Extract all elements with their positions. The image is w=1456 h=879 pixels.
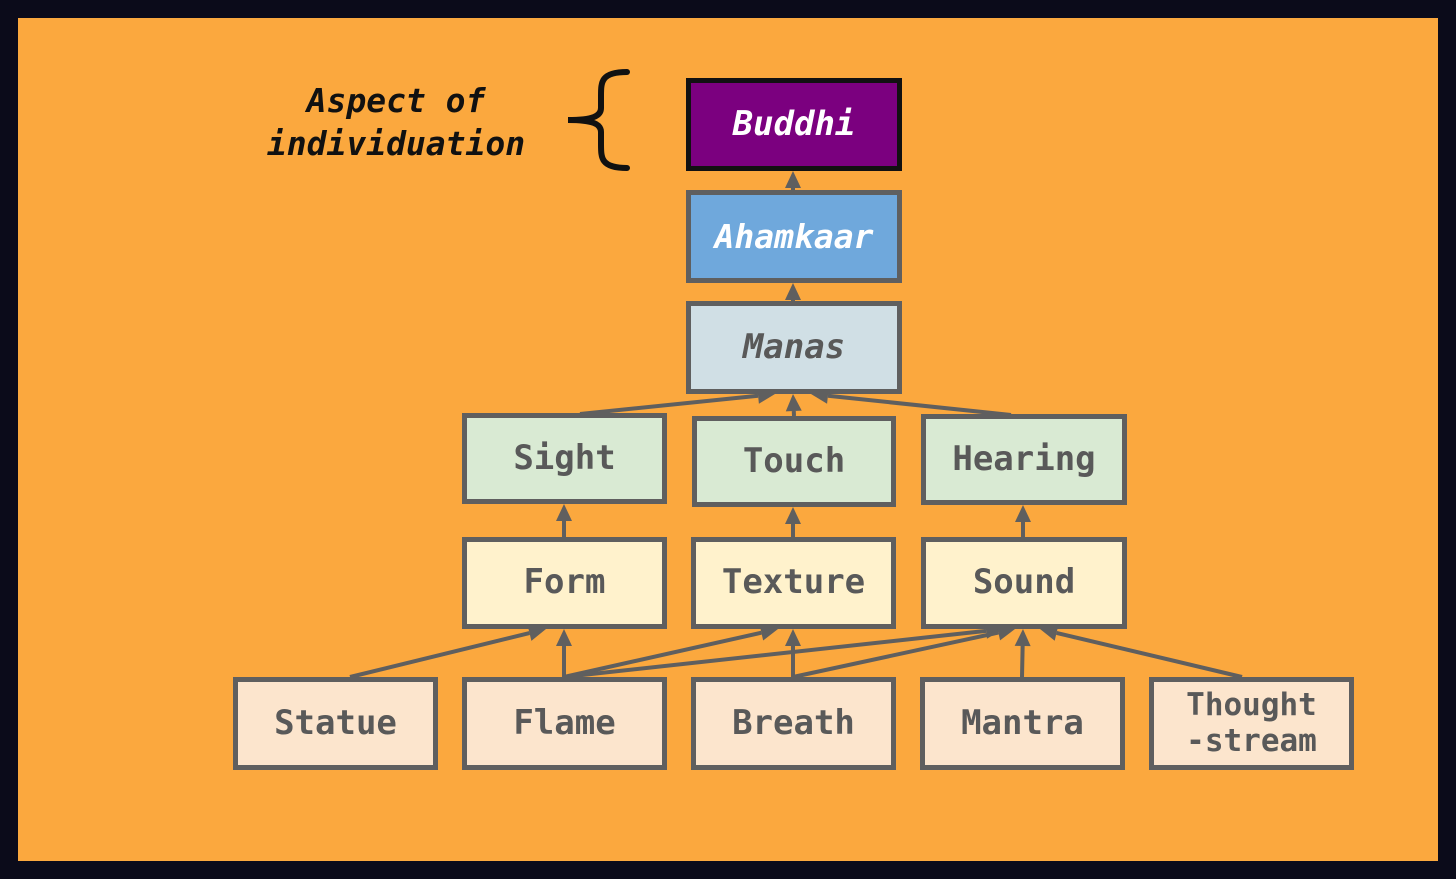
- node-flame: Flame: [462, 677, 667, 770]
- arrow-form-to-sight: [556, 504, 572, 537]
- node-touch: Touch: [692, 416, 896, 507]
- node-form: Form: [462, 537, 667, 629]
- arrow-flame-to-sound: [563, 622, 1003, 679]
- arrow-flame-to-form: [556, 629, 572, 677]
- node-manas: Manas: [686, 301, 902, 394]
- node-ahamkaar: Ahamkaar: [686, 190, 902, 283]
- annotation-line-1: Aspect of: [306, 81, 486, 120]
- arrow-thought-to-sound: [1040, 625, 1243, 679]
- node-buddhi: Buddhi: [686, 78, 902, 171]
- annotation-label: Aspect of individuation: [256, 80, 536, 166]
- node-sight: Sight: [462, 413, 667, 504]
- arrow-ahamkaar-to-buddhi: [785, 171, 801, 190]
- arrow-texture-to-touch: [785, 507, 801, 537]
- arrow-statue-to-form: [349, 625, 546, 679]
- node-mantra: Mantra: [920, 677, 1125, 770]
- node-hearing: Hearing: [921, 414, 1127, 505]
- arrow-sound-to-hearing: [1015, 505, 1031, 537]
- arrows-layer: [349, 171, 1243, 679]
- arrow-manas-to-ahamkaar: [785, 283, 801, 301]
- node-texture: Texture: [691, 537, 896, 629]
- node-breath: Breath: [691, 677, 896, 770]
- node-sound: Sound: [921, 537, 1127, 629]
- arrow-flame-to-texture: [563, 624, 778, 679]
- annotation-line-2: individuation: [266, 123, 526, 163]
- arrow-touch-to-manas: [785, 394, 802, 417]
- arrow-mantra-to-sound: [1014, 629, 1031, 678]
- node-statue: Statue: [233, 677, 438, 770]
- curly-brace-icon: [567, 69, 630, 171]
- diagram-canvas: Aspect of individuation Buddhi Ahamkaar …: [18, 18, 1438, 861]
- node-thought-stream: Thought -stream: [1149, 677, 1354, 770]
